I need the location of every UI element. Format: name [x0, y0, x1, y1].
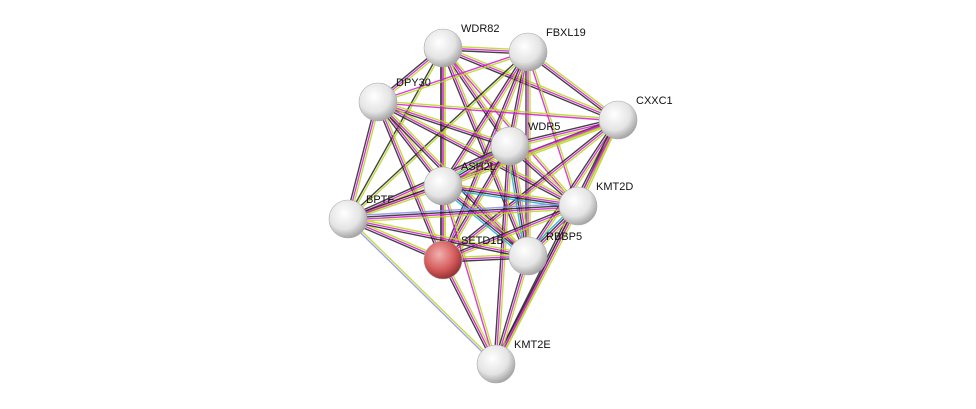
- node-label: RBBP5: [546, 231, 582, 243]
- edge-line-experiments: [442, 205, 579, 261]
- edge-line-textmining: [444, 146, 513, 262]
- edge-line-experiments: [347, 218, 529, 257]
- node-rbbp5[interactable]: RBBP5: [508, 231, 582, 276]
- edge-FBXL19-KMT2D[interactable]: [526, 51, 580, 207]
- edge-line-textmining: [379, 100, 446, 260]
- edge-line-textmining: [444, 46, 513, 146]
- edge-FBXL19-DPY30[interactable]: [377, 50, 529, 104]
- edge-line-coexpression: [525, 118, 617, 256]
- edge-line-coexpression: [441, 117, 618, 259]
- edge-KMT2D-KMT2E[interactable]: [493, 204, 581, 366]
- node-ball[interactable]: [423, 166, 463, 206]
- node-label: DPY30: [396, 77, 431, 89]
- edge-line-coexpression: [346, 47, 443, 219]
- edge-line-experiments: [377, 50, 528, 102]
- edge-line-experiments: [443, 184, 579, 206]
- node-label: BPTF: [366, 194, 394, 206]
- edge-CXXC1-SETD1B[interactable]: [441, 117, 620, 263]
- edge-line-textmining: [497, 206, 581, 366]
- edge-line-textmining: [348, 208, 579, 223]
- edge-DPY30-BPTF[interactable]: [345, 101, 381, 220]
- edge-line-textmining: [378, 52, 529, 104]
- edge-line-textmining: [348, 216, 529, 255]
- edge-line-coexpression: [440, 48, 527, 258]
- edge-line-experiments: [377, 102, 618, 122]
- node-ball[interactable]: [358, 82, 398, 122]
- edge-line-coexpression: [376, 103, 578, 209]
- node-ball[interactable]: [558, 186, 598, 226]
- edge-line-textmining: [528, 51, 580, 206]
- node-ball[interactable]: [476, 344, 516, 384]
- node-dpy30[interactable]: DPY30: [358, 77, 431, 122]
- edge-line-textmining: [349, 102, 381, 220]
- edge-line-experiments: [442, 259, 497, 365]
- edge-line-textmining: [443, 45, 620, 119]
- edge-SETD1B-KMT2E[interactable]: [440, 258, 499, 366]
- edge-line-experiments: [348, 206, 579, 221]
- edge-line-textmining: [444, 258, 499, 364]
- node-wdr82[interactable]: WDR82: [423, 23, 500, 68]
- node-kmt2e[interactable]: KMT2E: [476, 339, 551, 384]
- node-kmt2d[interactable]: KMT2D: [558, 181, 633, 226]
- edge-DPY30-CXXC1[interactable]: [377, 100, 619, 122]
- node-ball[interactable]: [423, 28, 463, 68]
- node-wdr5[interactable]: WDR5: [490, 121, 560, 166]
- edge-line-experiments: [377, 101, 511, 147]
- edge-DPY30-KMT2D[interactable]: [376, 99, 580, 209]
- edge-line-textmining: [378, 99, 511, 145]
- edge-line-textmining: [443, 182, 579, 204]
- edge-WDR82-BPTF[interactable]: [346, 47, 445, 220]
- node-label: ASH2L: [461, 161, 496, 173]
- edge-line-textmining: [443, 121, 620, 263]
- node-cxxc1[interactable]: CXXC1: [598, 95, 673, 140]
- edge-line-experiments: [442, 51, 529, 187]
- node-label: SETD1B: [461, 235, 504, 247]
- edge-line-experiments: [495, 205, 579, 365]
- edge-line-textmining: [443, 207, 580, 263]
- node-setd1b[interactable]: SETD1B: [423, 235, 504, 280]
- node-fbxl19[interactable]: FBXL19: [508, 27, 586, 72]
- edge-line-experiments: [442, 119, 619, 261]
- edge-KMT2D-SETD1B[interactable]: [441, 203, 580, 263]
- edge-BPTF-KMT2E[interactable]: [346, 217, 498, 366]
- edge-line-experiments: [347, 101, 379, 220]
- edge-BPTF-RBBP5[interactable]: [347, 216, 529, 259]
- node-label: CXXC1: [636, 95, 673, 107]
- node-ash2l[interactable]: ASH2L: [423, 161, 496, 206]
- edge-line-textmining: [443, 121, 619, 189]
- edge-line-coexpression: [440, 260, 495, 366]
- node-label: WDR5: [528, 121, 560, 133]
- node-ball[interactable]: [490, 126, 530, 166]
- node-ball[interactable]: [328, 199, 368, 239]
- node-label: FBXL19: [546, 27, 586, 39]
- edge-line-coexpression: [440, 50, 527, 186]
- edge-KMT2D-BPTF[interactable]: [347, 202, 579, 223]
- edge-line-textmining: [348, 48, 445, 220]
- edge-line-experiments: [377, 101, 579, 207]
- node-label: KMT2D: [596, 181, 633, 193]
- edge-line-coexpression: [345, 101, 377, 219]
- edge-line-textmining: [378, 100, 619, 120]
- edge-line-experiments: [526, 52, 578, 207]
- node-ball[interactable]: [598, 100, 638, 140]
- edge-line-coexpression: [441, 203, 578, 259]
- edge-line-textmining: [378, 99, 580, 205]
- node-bptf[interactable]: BPTF: [328, 194, 394, 239]
- node-ball[interactable]: [508, 236, 548, 276]
- node-label: WDR82: [461, 23, 500, 35]
- node-ball[interactable]: [508, 32, 548, 72]
- edge-line-textmining: [348, 217, 498, 364]
- edge-line-coexpression: [347, 204, 578, 219]
- edge-line-homology: [346, 219, 496, 366]
- edge-line-coexpression: [493, 204, 577, 364]
- edge-line-homology: [347, 202, 578, 217]
- node-ball[interactable]: [423, 240, 463, 280]
- node-label: KMT2E: [514, 339, 551, 351]
- edge-line-coexpression: [347, 220, 528, 259]
